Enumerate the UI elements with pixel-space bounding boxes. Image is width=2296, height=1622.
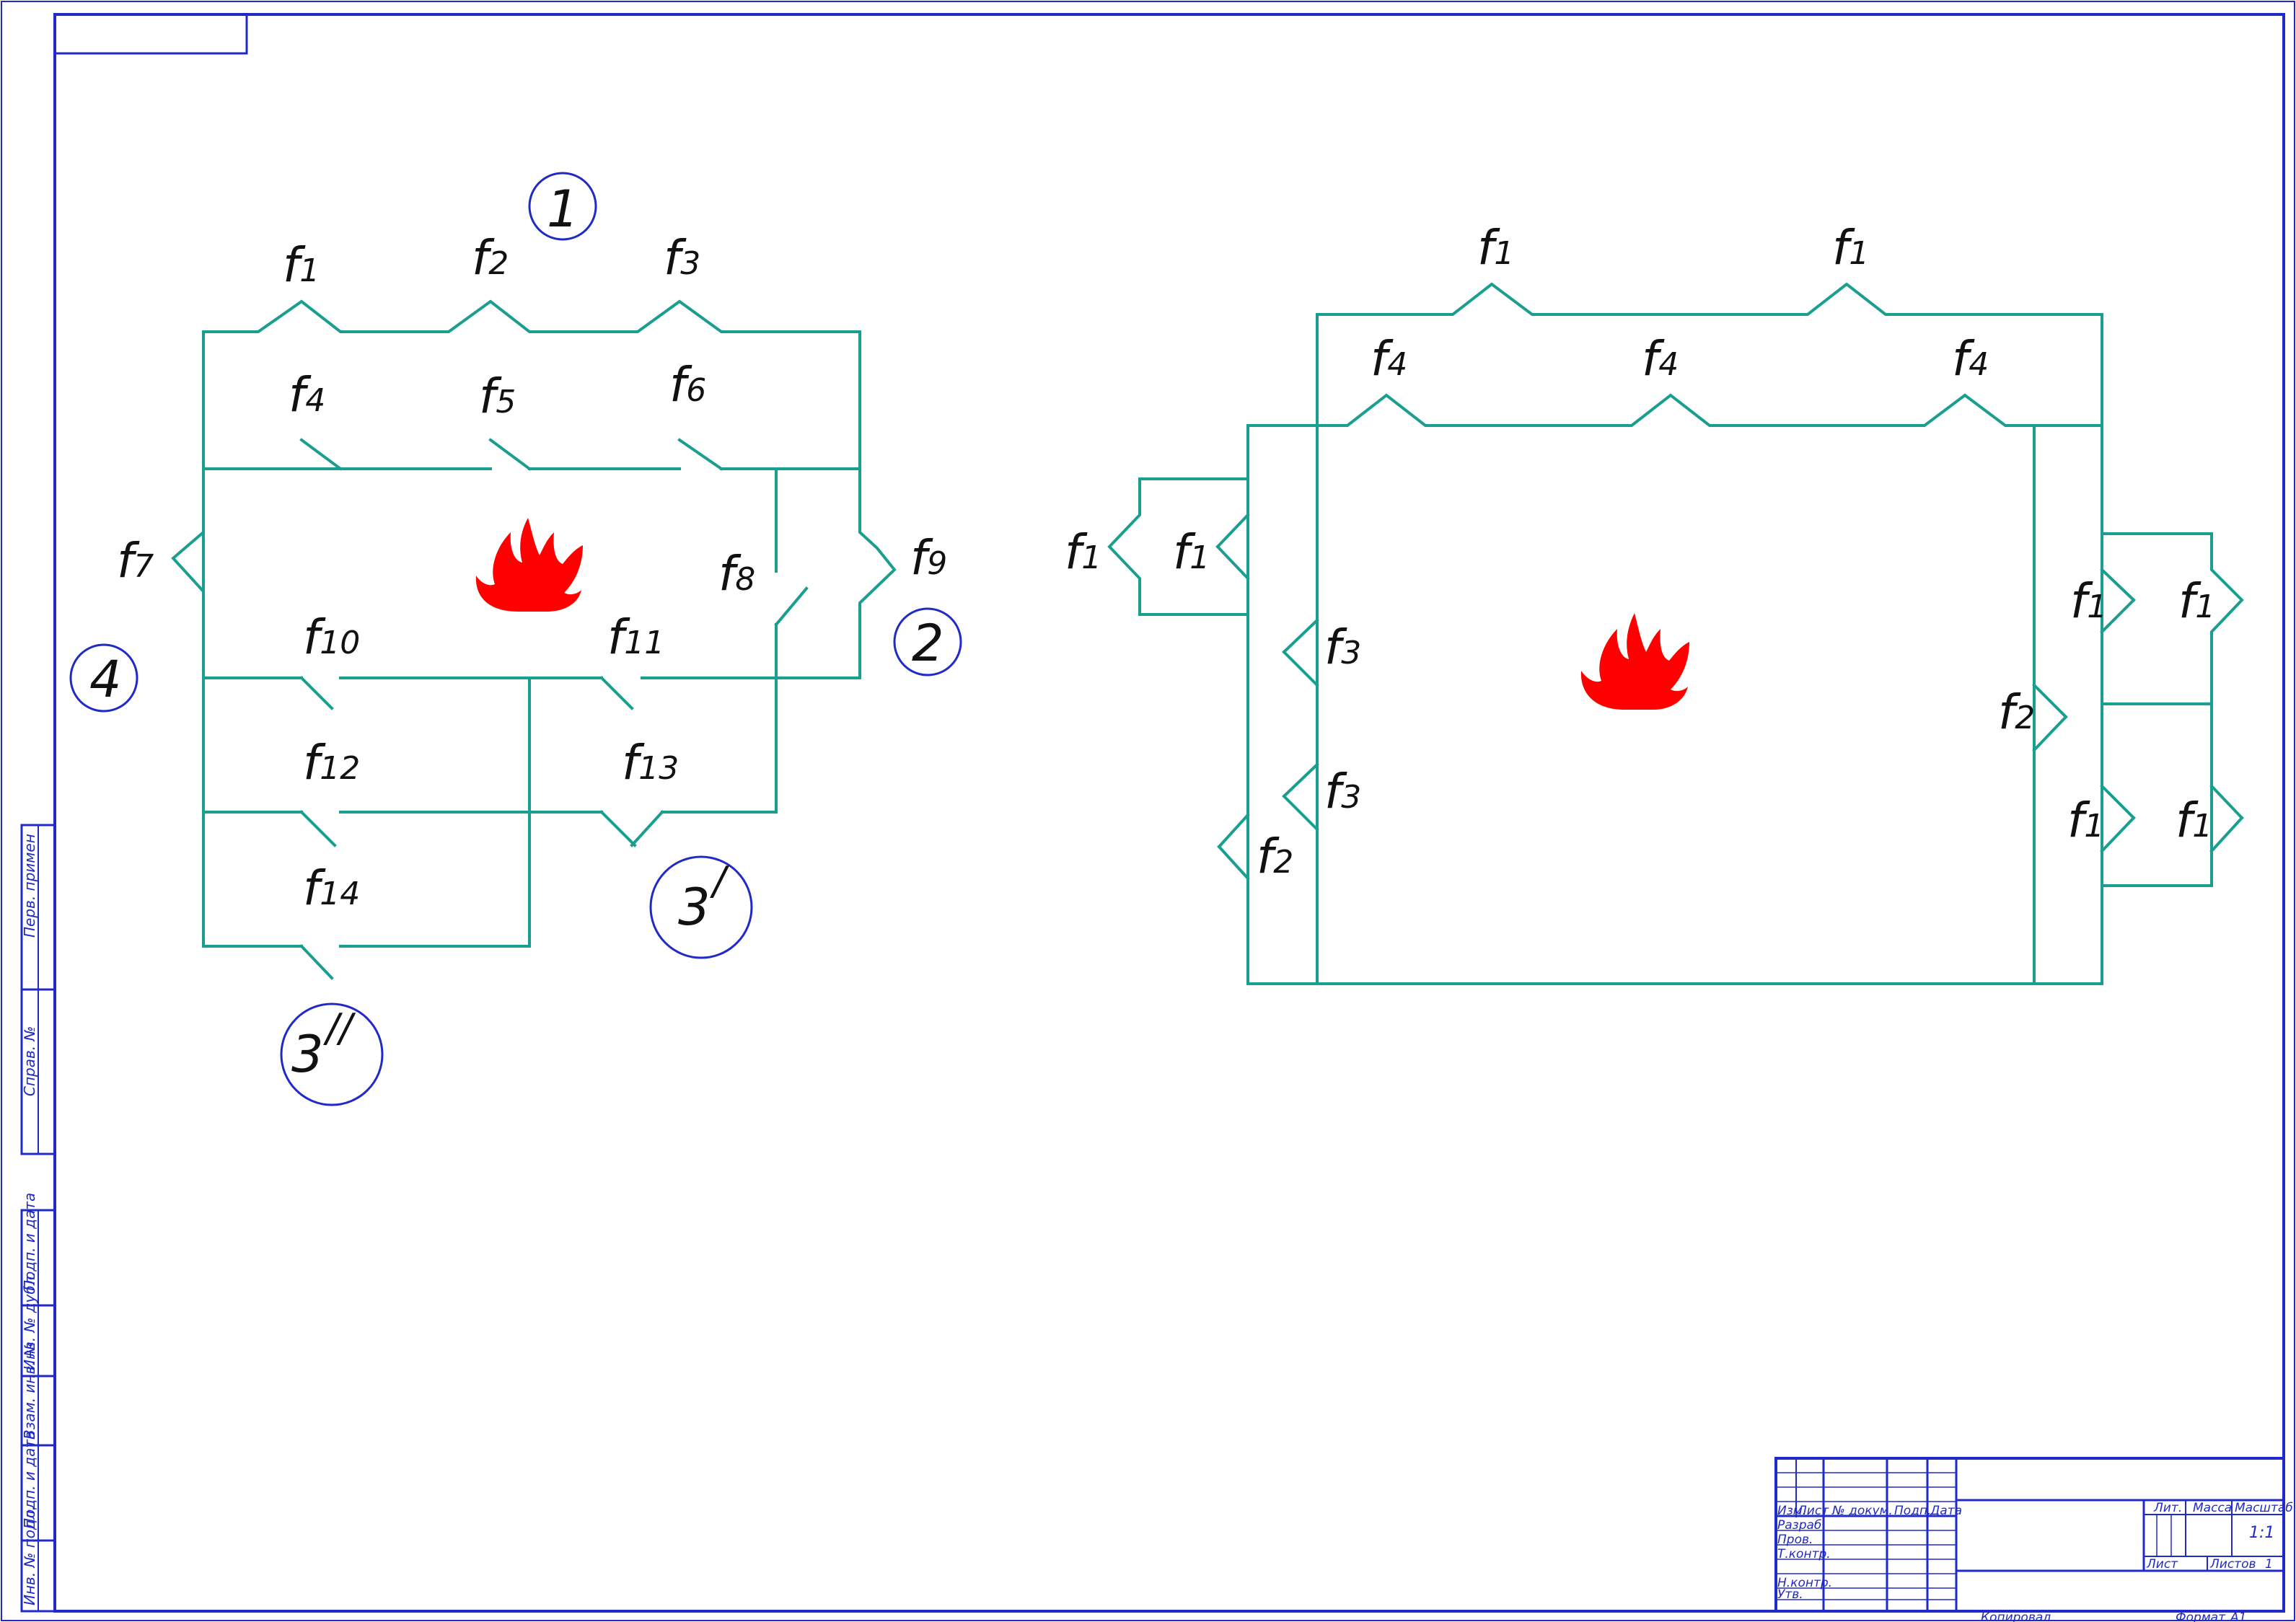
side-field-2: Справ. № (21, 1026, 38, 1096)
corner-stamp (53, 13, 248, 55)
r-label-v2r: f2 (1998, 684, 2035, 740)
tb-izm: Изм. (1777, 1504, 1806, 1518)
node-3b-label: 3 (291, 1025, 324, 1084)
r-label-left1: f1 (1065, 524, 1101, 580)
label-f1: f1 (283, 237, 320, 293)
r-label-r3: f1 (2067, 793, 2104, 848)
tb-sheets: Листов (2209, 1557, 2256, 1572)
wire-top-right (202, 299, 897, 679)
side-stamp: Перв. примен Справ. № Подп. и дата Инв. … (20, 824, 56, 1613)
r-label-mid3: f4 (1952, 331, 1989, 387)
fire-icon (1580, 613, 1689, 710)
r-label-r1: f1 (2070, 573, 2107, 629)
node-4-label: 4 (89, 650, 122, 709)
node-2-label: 2 (912, 614, 944, 673)
label-f11: f11 (607, 609, 664, 665)
r-label-mid2: f4 (1642, 331, 1679, 387)
r-label-left2: f1 (1173, 524, 1210, 580)
title-block: Изм. Лист № докум. Подп. Дата Разраб. Пр… (1774, 1457, 2293, 1622)
label-f8: f8 (718, 546, 755, 601)
r-label-v3a: f3 (1324, 620, 1361, 675)
label-f9: f9 (910, 530, 947, 586)
tb-utv: Утв. (1777, 1587, 1803, 1602)
tb-scale-value: 1:1 (2249, 1524, 2274, 1542)
tb-massa: Масса (2193, 1501, 2232, 1515)
r-label-mid1: f4 (1371, 331, 1407, 387)
label-f3: f3 (664, 230, 700, 286)
label-f7: f7 (117, 533, 154, 589)
label-f6: f6 (669, 357, 706, 413)
fire-icon (475, 518, 583, 612)
right-switch-labels: f1 f1 f4 f4 f4 f1 f1 f3 f3 f2 f2 f1 f1 f… (1065, 220, 2215, 884)
tb-prov: Пров. (1777, 1533, 1813, 1547)
tb-sheets-value: 1 (2265, 1557, 2273, 1572)
tb-nkontr: Н.контр. (1777, 1576, 1832, 1590)
tb-kopiroval: Копировал (1981, 1610, 2051, 1622)
tb-masshtab: Масштаб (2235, 1501, 2293, 1515)
node-3a-label: 3 (678, 878, 711, 937)
inner-border (53, 13, 2285, 1613)
side-field-7: Инв. № подл. (21, 1506, 38, 1605)
label-f14: f14 (303, 860, 360, 916)
wire-left-vertical (171, 467, 205, 946)
tb-ndoc: № докум. (1831, 1504, 1893, 1518)
node-circle-1 (528, 172, 597, 241)
node-circle-4 (69, 643, 138, 713)
tb-podp: Подп. (1894, 1504, 1931, 1518)
node-circle-3b (280, 1002, 384, 1106)
label-f10: f10 (303, 609, 360, 665)
node-3b-mark: // (323, 1005, 356, 1051)
label-f4: f4 (289, 367, 325, 423)
side-field-5: Взам. инв. № (21, 1341, 38, 1440)
left-switch-labels: f1 f2 f3 f4 f5 f6 f7 f8 f9 f10 f11 f12 f… (117, 230, 947, 916)
tb-format-value: A1 (2230, 1610, 2246, 1622)
left-scheme (171, 299, 897, 980)
tb-format: Формат (2176, 1610, 2226, 1622)
tb-razrab: Разраб. (1777, 1518, 1826, 1533)
node-1-label: 1 (547, 180, 579, 239)
side-field-4: Инв. № дубл. (21, 1271, 38, 1370)
tb-list: Лист (1797, 1504, 1829, 1518)
r-label-r4: f1 (2176, 793, 2212, 848)
label-f12: f12 (303, 735, 360, 790)
tb-lit: Лит. (2153, 1501, 2182, 1515)
node-circle-2 (893, 607, 962, 676)
r-label-top2: f1 (1832, 220, 1869, 276)
node-circle-3a (649, 855, 753, 959)
r-label-top1: f1 (1477, 220, 1514, 276)
side-field-1: Перв. примен (21, 834, 38, 938)
r-label-v2l: f2 (1257, 829, 1293, 884)
r-label-r2: f1 (2178, 573, 2215, 629)
left-nodes: 1 2 4 3 / 3 // (69, 172, 962, 1106)
right-scheme (1107, 282, 2244, 985)
label-f13: f13 (622, 735, 679, 790)
tb-data: Дата (1930, 1504, 1962, 1518)
tb-tkontr: Т.контр. (1777, 1547, 1831, 1561)
label-f5: f5 (479, 369, 516, 424)
side-field-6: Подп. и дата (21, 1431, 38, 1529)
label-f2: f2 (472, 230, 509, 286)
side-field-3: Подп. и дата (21, 1193, 38, 1291)
r-label-v3b: f3 (1324, 764, 1361, 819)
tb-sheet: Лист (2146, 1557, 2178, 1572)
